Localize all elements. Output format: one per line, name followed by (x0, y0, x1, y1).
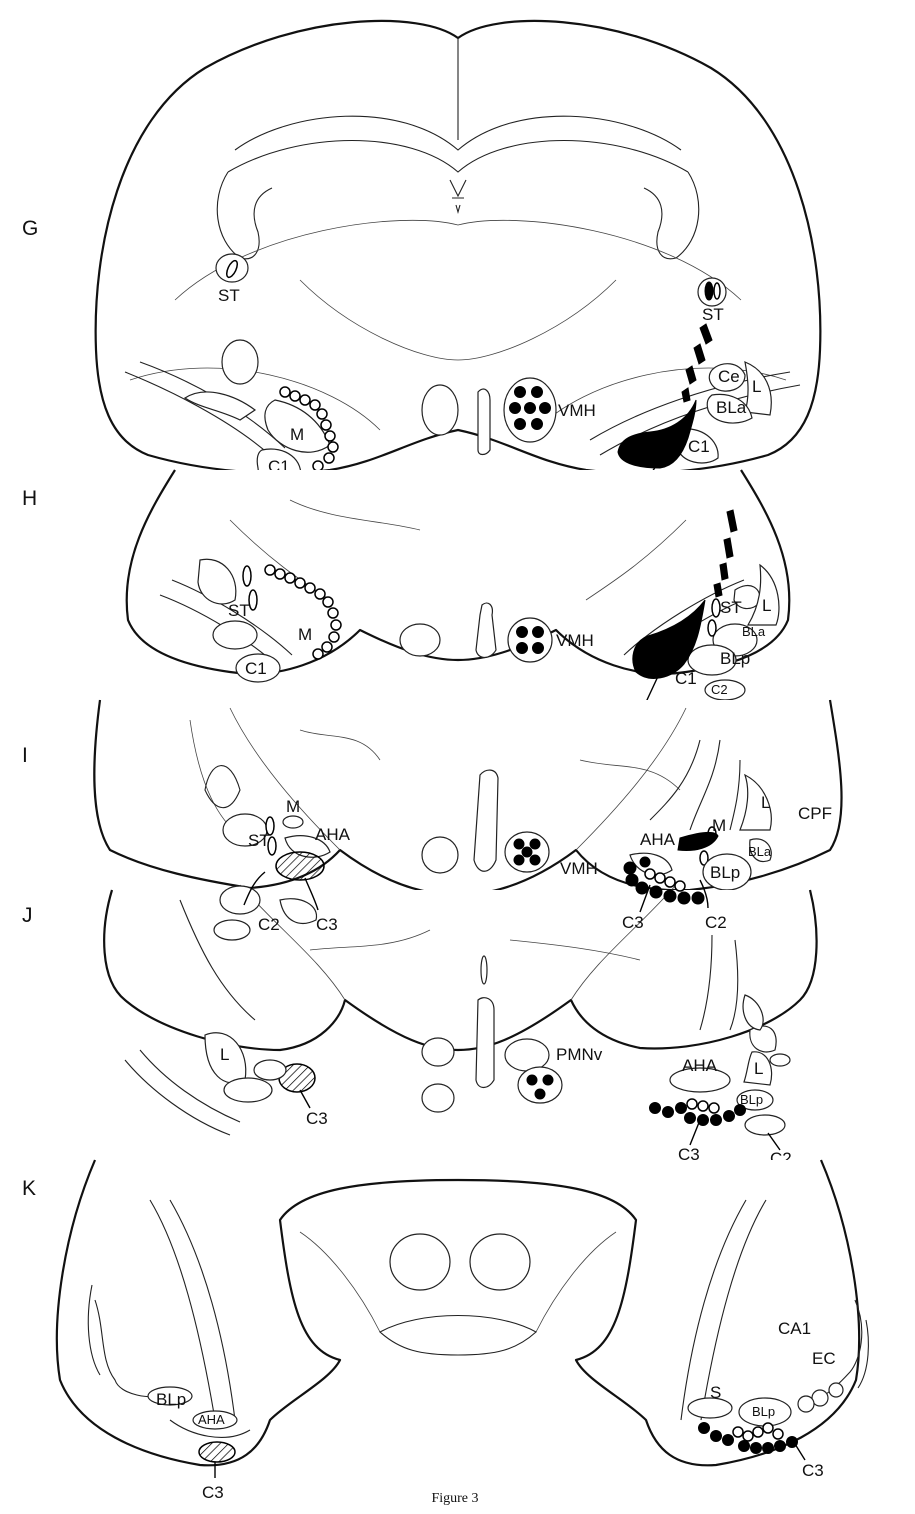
g-label-st-left: ST (218, 286, 240, 305)
section-j: J C2 C3 C3 C2 PMNv L C3 L AHA BLp C3 C2 (22, 852, 817, 1168)
section-g: G ST ST M C1 VMH Ce L BLa C1 M (22, 21, 820, 508)
k-label-ec: EC (812, 1349, 836, 1368)
i-label-aha-right: AHA (640, 830, 676, 849)
j-label-aha-right: AHA (682, 1056, 718, 1075)
j-label-c2-left: C2 (258, 915, 280, 934)
k-label-aha-left: AHA (198, 1412, 225, 1427)
h-label-c2-right: C2 (711, 682, 728, 697)
g-label-bla: BLa (716, 398, 747, 417)
i-label-aha-left: AHA (315, 825, 351, 844)
h-label-c1-right: C1 (675, 669, 697, 688)
h-label-l: L (762, 596, 771, 615)
h-label-st-left: ST (228, 601, 250, 620)
j-label-l-left: L (220, 1045, 229, 1064)
j-label-c2-right: C2 (705, 913, 727, 932)
j-label-c3-lower-left: C3 (306, 1109, 328, 1128)
g-label-c1-right: C1 (688, 437, 710, 456)
j-label-pmnv: PMNv (556, 1045, 603, 1064)
k-label-ca1: CA1 (778, 1319, 811, 1338)
section-i: I M AHA ST VMH M AHA L CPF BLa BLp (22, 700, 842, 895)
i-label-vmh: VMH (560, 859, 598, 878)
i-label-l: L (761, 793, 770, 812)
i-label-blp: BLp (710, 863, 740, 882)
k-label-blp-left: BLp (156, 1390, 186, 1409)
section-label-i: I (22, 744, 28, 767)
i-label-m-left: M (286, 797, 300, 816)
j-right-markers (650, 1099, 746, 1126)
h-label-c1-left: C1 (245, 659, 267, 678)
h-label-blp: BLp (720, 649, 750, 668)
section-label-j: J (22, 904, 33, 927)
i-label-m-right: M (712, 816, 726, 835)
section-k: K BLp AHA C3 CA1 EC S BLp C3 (22, 1160, 868, 1502)
g-label-ce: Ce (718, 367, 740, 386)
j-label-c3-right: C3 (622, 913, 644, 932)
h-label-m-left: M (298, 625, 312, 644)
j-label-blp: BLp (740, 1092, 763, 1107)
g-label-l: L (752, 377, 761, 396)
h-label-vmh: VMH (556, 631, 594, 650)
section-label-k: K (22, 1177, 36, 1200)
j-label-l-right: L (754, 1059, 763, 1078)
i-label-st-left: ST (248, 831, 270, 850)
g-label-vmh: VMH (558, 401, 596, 420)
section-label-g: G (22, 217, 38, 240)
section-label-h: H (22, 487, 37, 510)
k-label-s: S (710, 1383, 721, 1402)
h-label-bla: BLa (742, 624, 766, 639)
k-label-c3-right: C3 (802, 1461, 824, 1480)
i-label-bla: BLa (748, 844, 772, 859)
figure-caption: Figure 3 (431, 1491, 478, 1506)
g-label-m-left: M (290, 425, 304, 444)
j-label-c3-left: C3 (316, 915, 338, 934)
k-label-blp-right: BLp (752, 1404, 775, 1419)
h-label-st-right: ST (720, 598, 742, 617)
i-label-cpf: CPF (798, 804, 832, 823)
g-label-st-right: ST (702, 305, 724, 324)
k-label-c3-left: C3 (202, 1483, 224, 1502)
section-h: H ST M C1 VMH ST L BLa BLp C1 C2 M (22, 470, 789, 736)
